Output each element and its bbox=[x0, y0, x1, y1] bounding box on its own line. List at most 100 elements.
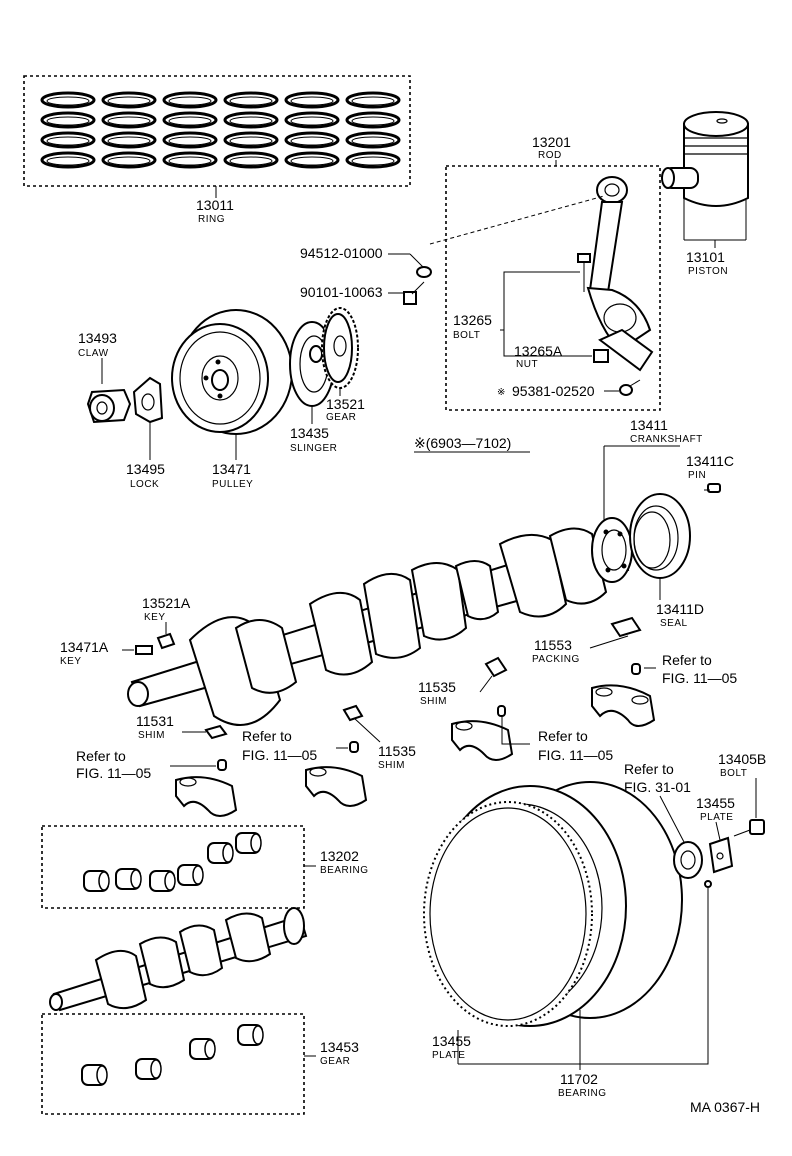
callout-ring-name: RING bbox=[198, 214, 225, 225]
callout-claw-num: 13493 bbox=[78, 330, 117, 346]
pulley-icon bbox=[171, 309, 293, 435]
ref1-line1: Refer to bbox=[662, 652, 712, 668]
callout-flywheel-num: 11702 bbox=[560, 1071, 598, 1087]
lock-washer-icon bbox=[132, 376, 164, 424]
bolt-95381-icon bbox=[619, 379, 641, 396]
ref3-line1: Refer to bbox=[242, 728, 292, 744]
callout-rodbolt-num: 13265 bbox=[453, 312, 492, 328]
callout-gear13521-name: GEAR bbox=[326, 412, 356, 423]
pin-icon bbox=[704, 483, 721, 493]
ref2-line2: FIG. 11—05 bbox=[538, 747, 613, 763]
callout-shim11535b-num: 11535 bbox=[378, 743, 416, 759]
flywheel-bolt-icon bbox=[733, 819, 765, 837]
callout-rodbolt-name: BOLT bbox=[453, 330, 480, 341]
shim-11531-icon bbox=[204, 724, 228, 740]
callout-rod-num: 13201 bbox=[532, 134, 571, 150]
timing-gear-icon bbox=[321, 307, 359, 389]
piston-icon bbox=[661, 111, 749, 207]
oil-seal-icon bbox=[629, 493, 691, 579]
callout-pulley-num: 13471 bbox=[212, 461, 251, 477]
callout-key13521a-name: KEY bbox=[144, 612, 166, 623]
callout-bolt13405b-num: 13405B bbox=[718, 751, 766, 767]
callout-ring-num: 13011 bbox=[196, 197, 234, 213]
bearing-shell-icon bbox=[149, 870, 176, 892]
bearing-set-13202: 13202 BEARING bbox=[41, 825, 369, 909]
rod-assembly: 13201 ROD 13265 BOLT 13265A NU bbox=[445, 134, 661, 411]
bearing-cap-middle-icon bbox=[451, 720, 514, 761]
ref2-line1: Refer to bbox=[538, 728, 588, 744]
bearing-set-11702: 13453 GEAR bbox=[41, 1013, 359, 1115]
piston-ring-stack-icon bbox=[345, 91, 401, 169]
plate-icon bbox=[708, 836, 734, 874]
ref1-line2: FIG. 11—05 bbox=[662, 670, 737, 686]
callout-seal-num: 13411D bbox=[656, 601, 704, 617]
bolt-ref2-icon bbox=[497, 705, 506, 717]
rod-piston-link bbox=[429, 195, 605, 245]
callout-shim11531-name: SHIM bbox=[138, 730, 165, 741]
callout-gear13453-name: PLATE bbox=[432, 1050, 465, 1061]
bolt-ref1-icon bbox=[631, 663, 641, 675]
callout-shim11535a-name: SHIM bbox=[420, 696, 447, 707]
callout-95381-num: 95381-02520 bbox=[512, 383, 595, 399]
piston-ring-stack-icon bbox=[101, 91, 157, 169]
woodruff-key-icon bbox=[156, 632, 176, 650]
ref3-line2: FIG. 11—05 bbox=[242, 747, 317, 763]
bearing-shell-icon bbox=[81, 1064, 108, 1086]
callout-bearing13202-name: BEARING bbox=[320, 865, 369, 876]
drawing-code: MA 0367-H bbox=[690, 1099, 760, 1115]
callout-pulley-name: PULLEY bbox=[212, 479, 253, 490]
packing-icon bbox=[610, 616, 642, 638]
bolt-ref3-icon bbox=[349, 741, 359, 753]
crankshaft-icon bbox=[127, 517, 633, 726]
callout-90101-num: 90101-10063 bbox=[300, 284, 383, 300]
thrust-shim-a-icon bbox=[484, 656, 508, 678]
callout-crankshaft-name: CRANKSHAFT bbox=[630, 434, 703, 445]
piston-ring-stack-icon bbox=[223, 91, 279, 169]
ref5-line1: Refer to bbox=[624, 761, 674, 777]
bearing-shell-icon bbox=[235, 832, 262, 854]
claw-icon bbox=[86, 388, 132, 424]
piston-ring-stack-icon bbox=[162, 91, 218, 169]
callout-13455-name: PLATE bbox=[700, 812, 733, 823]
callout-shim11535a-num: 11535 bbox=[418, 679, 456, 695]
pulley-key-icon bbox=[135, 645, 153, 655]
callout-bearing11702-name: GEAR bbox=[320, 1056, 350, 1067]
dowel-icon bbox=[704, 880, 712, 888]
callout-gear13521-num: 13521 bbox=[326, 396, 365, 412]
ref4-line2: FIG. 11—05 bbox=[76, 765, 151, 781]
connecting-rod-icon bbox=[586, 176, 654, 372]
callout-packing-name: PACKING bbox=[532, 654, 580, 665]
bearing-shell-icon bbox=[83, 870, 110, 892]
ref4-line1: Refer to bbox=[76, 748, 126, 764]
callout-rodnut-num: 13265A bbox=[514, 343, 563, 359]
callout-bolt13405b-name: BOLT bbox=[720, 768, 747, 779]
callout-slinger-name: SLINGER bbox=[290, 443, 337, 454]
piston-ring-stack-icon bbox=[40, 91, 96, 169]
callout-bearing13202-num: 13202 bbox=[320, 848, 359, 864]
bolt-90101-icon bbox=[403, 281, 425, 305]
serial-range-note: ※(6903—7102) bbox=[414, 435, 511, 451]
thrust-shim-b-icon bbox=[342, 704, 364, 722]
callout-piston-name: PISTON bbox=[688, 266, 728, 277]
rod-bolt-icon bbox=[577, 253, 591, 292]
bearing-shell-icon bbox=[207, 842, 234, 864]
callout-shim11535b-name: SHIM bbox=[378, 760, 405, 771]
callout-claw-name: CLAW bbox=[78, 348, 109, 359]
callout-lock-num: 13495 bbox=[126, 461, 165, 477]
washer-94512-icon bbox=[416, 266, 432, 278]
bolt-ref4-icon bbox=[217, 759, 227, 771]
callout-lock-name: LOCK bbox=[130, 479, 159, 490]
callout-13455-num: 13455 bbox=[696, 795, 735, 811]
crankshaft-small-icon bbox=[49, 907, 308, 1012]
bearing-shell-icon bbox=[135, 1058, 162, 1080]
callout-rodnut-name: NUT bbox=[516, 359, 538, 370]
bearing-cap-left-icon bbox=[175, 776, 238, 817]
callout-key13471a-num: 13471A bbox=[60, 639, 109, 655]
callout-gear13453-num: 13455 bbox=[432, 1033, 471, 1049]
callout-flywheel-name: BEARING bbox=[558, 1088, 607, 1099]
callout-packing-num: 11553 bbox=[534, 637, 572, 653]
callout-95381-mark: ※ bbox=[497, 387, 506, 398]
pilot-bearing-icon bbox=[673, 841, 703, 879]
callout-shim11531-num: 11531 bbox=[136, 713, 174, 729]
